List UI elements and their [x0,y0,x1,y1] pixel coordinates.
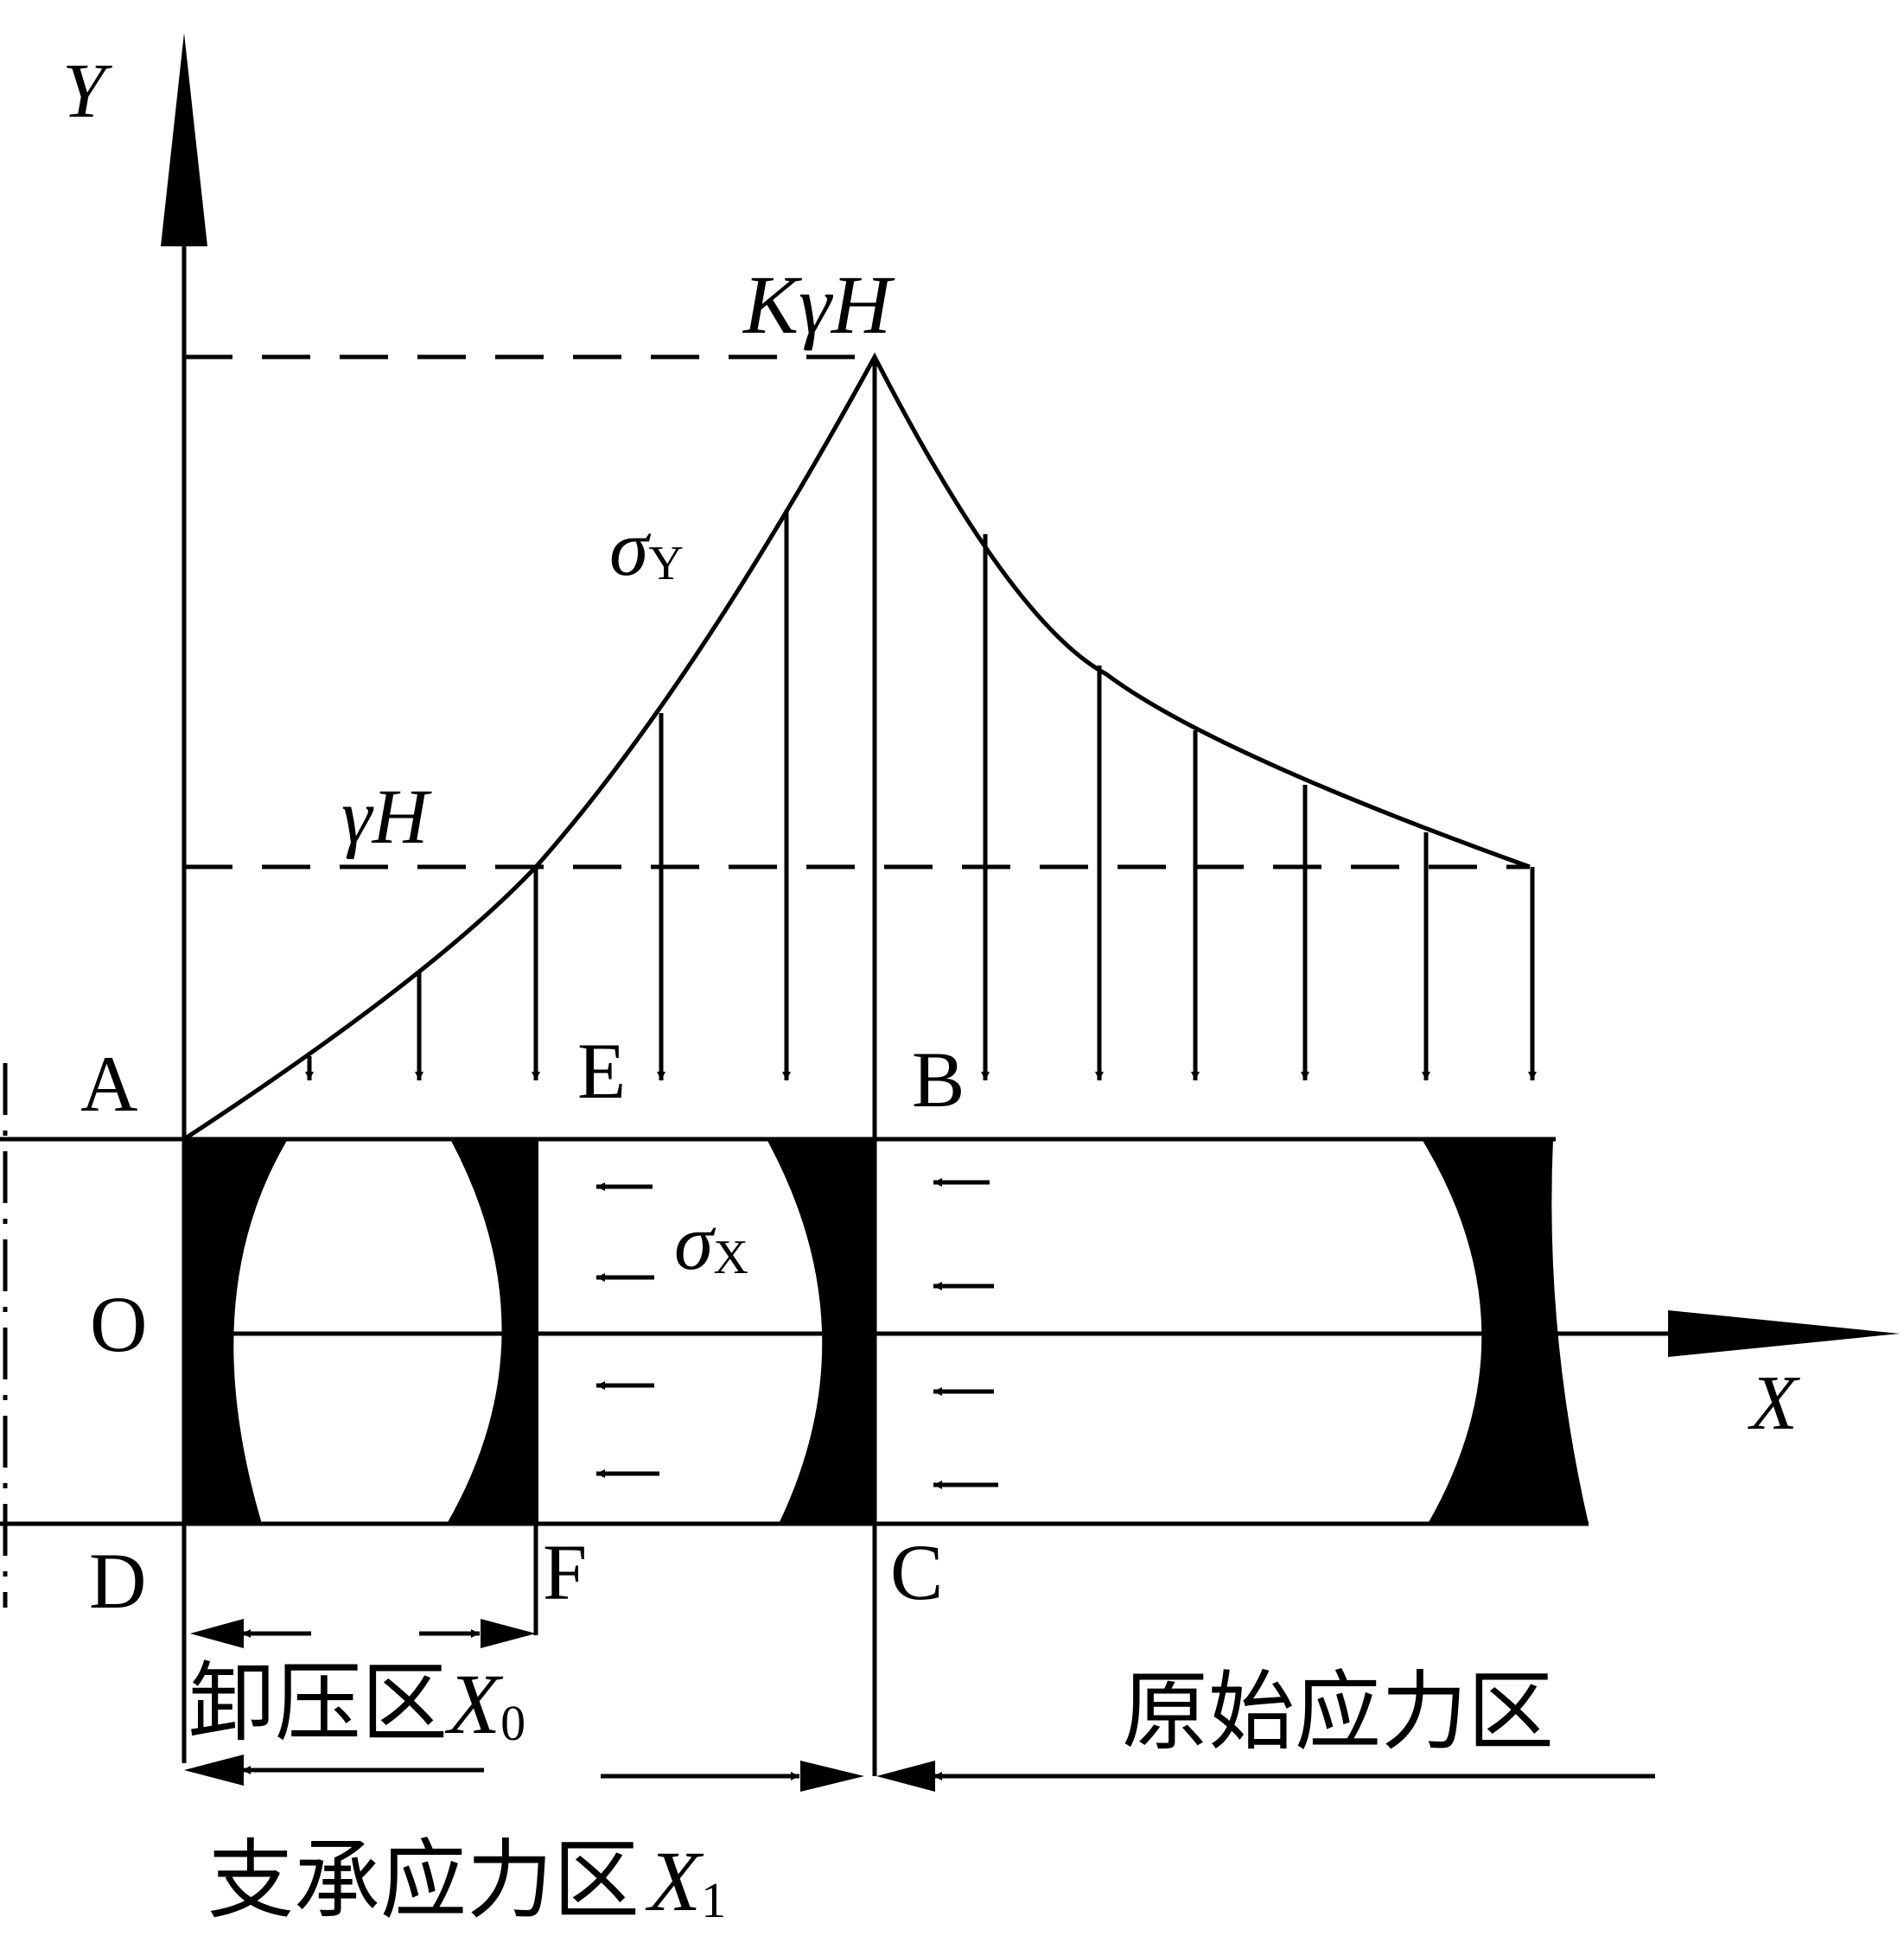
destressed-arrowhead-right [481,1619,536,1648]
point-c-label: C [890,1528,943,1616]
structure-verticals [533,357,877,1776]
seam-shape-a [447,1139,538,1524]
peak-stress-label: KγH [742,258,895,351]
point-d-label: D [89,1537,146,1625]
destressed-arrowhead-left [190,1619,244,1648]
point-b-label: B [912,1035,965,1124]
support-arrowhead-left [184,1755,244,1786]
seam-shape-b [767,1139,875,1524]
sigma-x-label: σX [674,1198,748,1286]
support-arrowhead-right [800,1761,864,1792]
x-axis-label: X [1748,1360,1800,1446]
horizontal-stress-arrows [596,1178,998,1489]
original-arrowhead-left [876,1761,935,1792]
vertical-stress-arrows [305,510,1537,1080]
seam-lines [0,1063,1672,1608]
point-a-label: A [80,1040,137,1128]
original-zone-label: 原始应力区 [1122,1665,1554,1761]
seam-shape-left [184,1139,288,1524]
axes [161,33,1900,1763]
zone-arrowheads [184,1619,935,1792]
destressed-zone-label: 卸压区X0 [188,1656,525,1752]
point-o-label: O [90,1280,147,1368]
zone-dimension-arrows [242,1629,1655,1780]
point-e-label: E [577,1027,626,1115]
y-axis-arrowhead [161,33,207,246]
point-f-label: F [543,1528,587,1616]
labels: Y X KγH γH σY σX A E B O D F C 卸压区X0 支承应… [62,48,1800,1929]
y-axis-label: Y [62,48,113,134]
sigma-y-label: σY [609,504,684,592]
stress-curve [182,352,1531,1142]
x-axis-arrowhead [1668,1310,1900,1357]
original-stress-label: γH [341,774,432,860]
